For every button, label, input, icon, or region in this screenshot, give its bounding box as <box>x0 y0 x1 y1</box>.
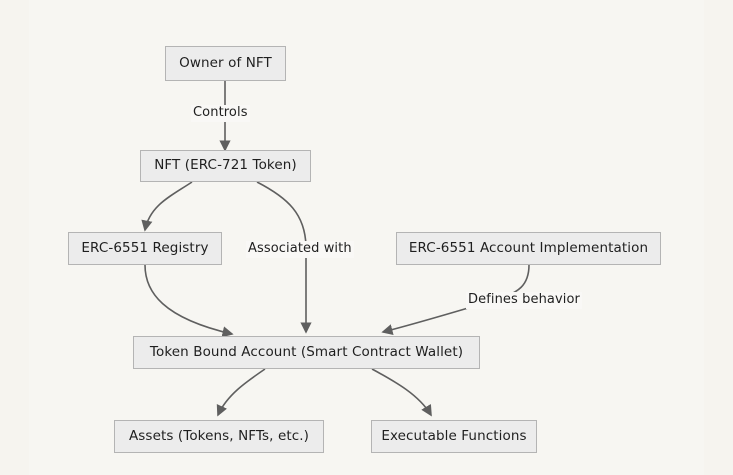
node-label: Assets (Tokens, NFTs, etc.) <box>128 427 310 444</box>
node-assets[interactable]: Assets (Tokens, NFTs, etc.) <box>114 420 324 453</box>
node-label: Token Bound Account (Smart Contract Wall… <box>149 343 464 360</box>
node-label: NFT (ERC-721 Token) <box>154 157 297 174</box>
node-label: ERC-6551 Account Implementation <box>408 239 649 256</box>
node-erc6551-registry[interactable]: ERC-6551 Registry <box>68 232 222 265</box>
node-label: Executable Functions <box>381 427 527 444</box>
node-erc6551-account-implementation[interactable]: ERC-6551 Account Implementation <box>396 232 661 265</box>
node-label: Owner of NFT <box>179 54 272 71</box>
node-nft-erc721-token[interactable]: NFT (ERC-721 Token) <box>140 150 311 182</box>
edge-label-controls: Controls <box>191 105 250 122</box>
node-owner-of-nft[interactable]: Owner of NFT <box>165 46 286 81</box>
node-label: ERC-6551 Registry <box>81 239 209 256</box>
node-token-bound-account[interactable]: Token Bound Account (Smart Contract Wall… <box>133 336 480 369</box>
node-executable-functions[interactable]: Executable Functions <box>371 420 537 453</box>
edge-label-defines-behavior: Defines behavior <box>466 292 582 309</box>
edge-label-associated-with: Associated with <box>246 241 354 258</box>
